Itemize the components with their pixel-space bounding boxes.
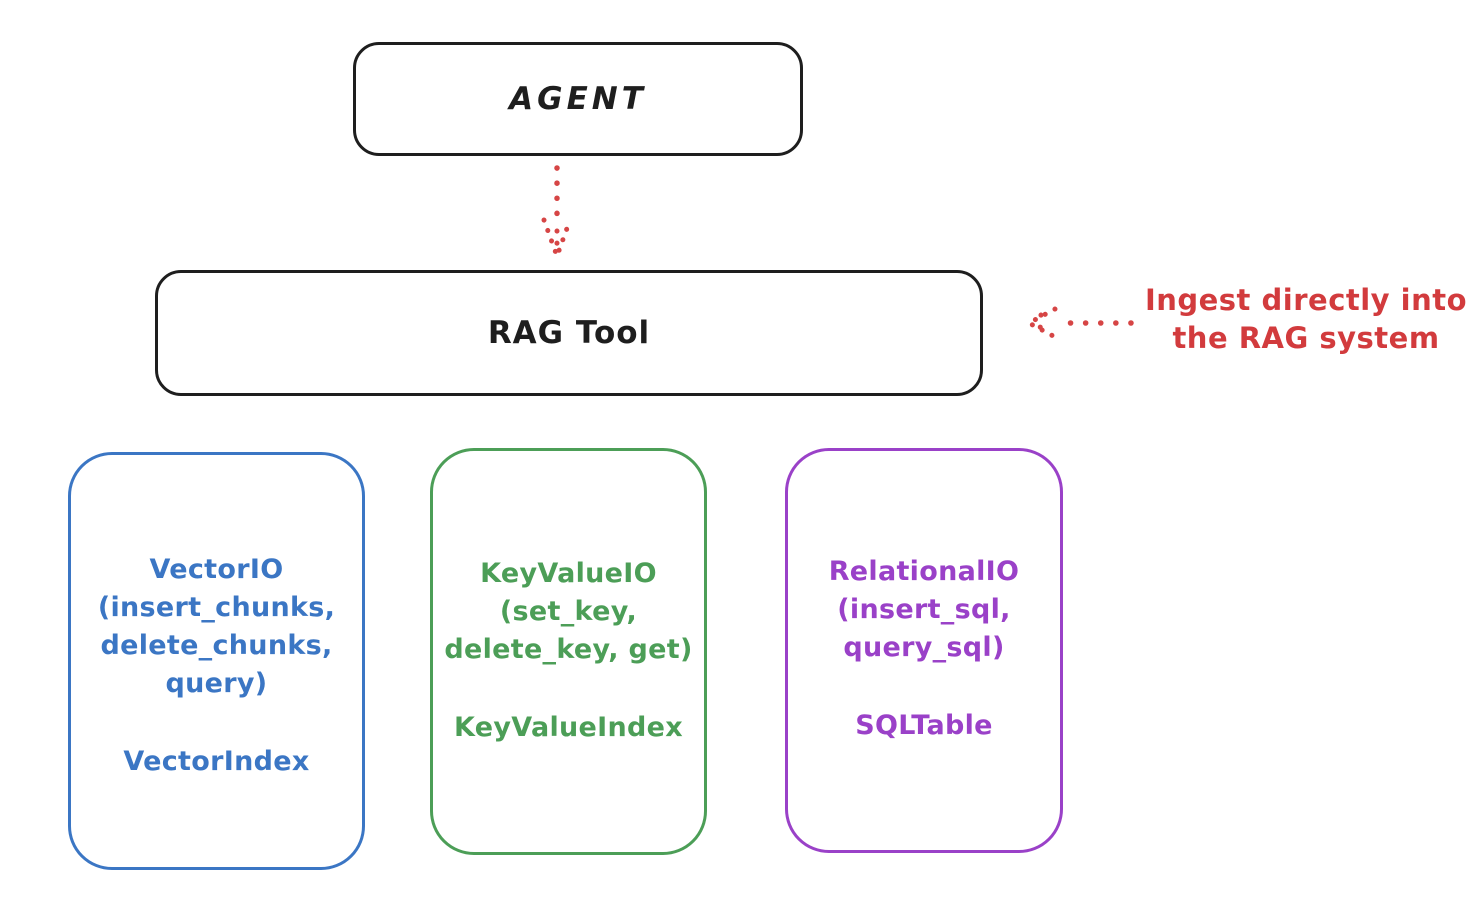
relational-io-node: RelationalIO (insert_sql, query_sql) SQL…: [785, 448, 1063, 853]
rag-tool-node-label: RAG Tool: [487, 315, 651, 351]
vector-io-methods-line: (insert_chunks,: [97, 592, 336, 623]
agent-node-label: AGENT: [509, 81, 647, 117]
keyvalue-io-node: KeyValueIO (set_key, delete_key, get) Ke…: [430, 448, 707, 855]
vector-index-label: VectorIndex: [123, 746, 310, 777]
vector-io-title: VectorIO: [149, 554, 284, 585]
keyvalue-io-methods-line: delete_key, get): [444, 634, 693, 665]
keyvalue-index-label: KeyValueIndex: [453, 712, 683, 743]
ingest-annotation-dotted-arrow-icon: [1026, 306, 1134, 340]
keyvalue-io-title: KeyValueIO: [480, 558, 657, 589]
ingest-annotation: Ingest directly into the RAG system: [1133, 281, 1479, 357]
rag-tool-node: RAG Tool: [155, 270, 983, 396]
relational-io-methods-line: query_sql): [843, 632, 1005, 663]
vector-io-methods-line: query): [165, 668, 268, 699]
relational-io-methods-line: (insert_sql,: [837, 594, 1011, 625]
vector-io-node: VectorIO (insert_chunks, delete_chunks, …: [68, 452, 365, 870]
keyvalue-io-methods-line: (set_key,: [499, 596, 638, 627]
relational-io-title: RelationalIO: [828, 556, 1020, 587]
ingest-annotation-line1: Ingest directly into: [1144, 283, 1468, 317]
agent-to-rag-dotted-arrow-icon: [541, 165, 573, 259]
ingest-annotation-line2: the RAG system: [1172, 321, 1440, 355]
agent-node: AGENT: [353, 42, 803, 156]
vector-io-methods-line: delete_chunks,: [100, 630, 333, 661]
sql-table-label: SQLTable: [855, 710, 993, 741]
